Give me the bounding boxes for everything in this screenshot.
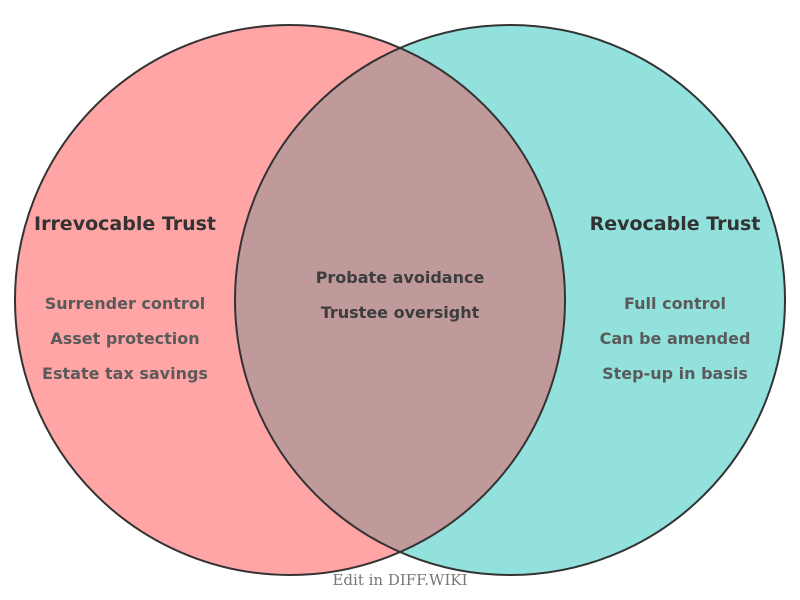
overlap-item: Probate avoidance [316, 268, 485, 287]
overlap-item: Trustee oversight [321, 303, 480, 322]
left-circle-item: Surrender control [45, 294, 206, 313]
right-circle-item: Full control [624, 294, 726, 313]
left-circle-item: Asset protection [50, 329, 199, 348]
left-circle-item: Estate tax savings [42, 364, 208, 383]
left-circle-outline [14, 24, 566, 576]
right-circle-item: Can be amended [600, 329, 751, 348]
left-circle-title: Irrevocable Trust [34, 213, 216, 235]
right-circle-title: Revocable Trust [590, 213, 761, 235]
overlap-region [235, 48, 565, 552]
right-circle-item: Step-up in basis [602, 364, 748, 383]
edit-in-diffwiki-link[interactable]: Edit in DIFF.WIKI [332, 571, 467, 589]
right-circle-outline [234, 24, 786, 576]
